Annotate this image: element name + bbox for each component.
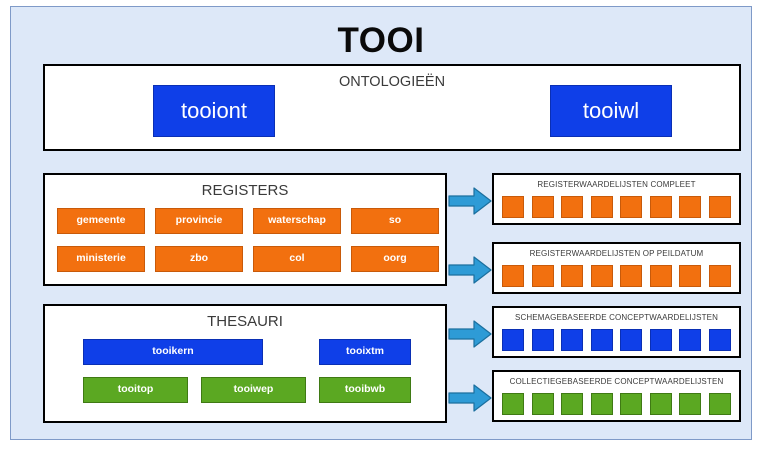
section-registerwaardelijsten-compleet: REGISTERWAARDELIJSTEN COMPLEET	[492, 173, 741, 225]
page-title: TOOI	[337, 21, 425, 60]
swatch-item[interactable]	[531, 196, 554, 218]
node-tooibwb[interactable]: tooibwb	[319, 377, 411, 403]
swatch-item[interactable]	[502, 393, 524, 415]
section-registerwaardelijsten-compleet-title: REGISTERWAARDELIJSTEN COMPLEET	[537, 180, 696, 189]
node-col[interactable]: col	[253, 246, 341, 272]
swatch-item[interactable]	[708, 265, 731, 287]
swatch-item[interactable]	[708, 196, 731, 218]
node-tooiwep[interactable]: tooiwep	[201, 377, 306, 403]
node-zbo[interactable]: zbo	[155, 246, 243, 272]
diagram-canvas: TOOI ONTOLOGIEËN tooiont tooiwl REGISTER…	[10, 6, 752, 440]
swatch-item[interactable]	[502, 265, 524, 287]
swatch-item[interactable]	[561, 393, 584, 415]
swatch-item[interactable]	[590, 329, 613, 351]
swatch-item[interactable]	[649, 265, 672, 287]
node-oorg[interactable]: oorg	[351, 246, 439, 272]
section-ontologieen: ONTOLOGIEËN tooiont tooiwl	[43, 64, 741, 151]
section-schemagebaseerde-conceptwaardelijsten: SCHEMAGEBASEERDE CONCEPTWAARDELIJSTEN	[492, 306, 741, 358]
swatch-item[interactable]	[649, 196, 672, 218]
swatch-item[interactable]	[620, 265, 643, 287]
swatch-item[interactable]	[531, 329, 554, 351]
swatch-item[interactable]	[649, 393, 672, 415]
swatch-item[interactable]	[620, 196, 643, 218]
swatch-item[interactable]	[620, 393, 643, 415]
swatch-item[interactable]	[679, 265, 702, 287]
arrow-thesauri-to-collectie	[448, 383, 492, 413]
swatch-item[interactable]	[679, 196, 702, 218]
swatch-row	[502, 393, 731, 415]
swatch-item[interactable]	[679, 393, 702, 415]
node-tooikern[interactable]: tooikern	[83, 339, 263, 365]
section-schemagebaseerde-conceptwaardelijsten-title: SCHEMAGEBASEERDE CONCEPTWAARDELIJSTEN	[514, 313, 719, 322]
node-tooiont[interactable]: tooiont	[153, 85, 275, 137]
swatch-item[interactable]	[531, 393, 554, 415]
swatch-item[interactable]	[590, 265, 613, 287]
section-collectiegebaseerde-conceptwaardelijsten-title: COLLECTIEGEBASEERDE CONCEPTWAARDELIJSTEN	[509, 377, 724, 386]
swatch-item[interactable]	[561, 196, 584, 218]
swatch-item[interactable]	[708, 329, 731, 351]
node-waterschap[interactable]: waterschap	[253, 208, 341, 234]
section-thesauri-title: THESAURI	[207, 313, 283, 330]
swatch-item[interactable]	[502, 329, 524, 351]
node-provincie[interactable]: provincie	[155, 208, 243, 234]
section-collectiegebaseerde-conceptwaardelijsten: COLLECTIEGEBASEERDE CONCEPTWAARDELIJSTEN	[492, 370, 741, 422]
section-registers: REGISTERS gemeente provincie waterschap …	[43, 173, 447, 286]
arrow-thesauri-to-schema	[448, 319, 492, 349]
swatch-item[interactable]	[708, 393, 731, 415]
swatch-item[interactable]	[649, 329, 672, 351]
swatch-row	[502, 196, 731, 218]
node-so[interactable]: so	[351, 208, 439, 234]
swatch-item[interactable]	[561, 329, 584, 351]
section-registers-title: REGISTERS	[201, 182, 289, 199]
swatch-row	[502, 265, 731, 287]
section-ontologieen-title: ONTOLOGIEËN	[338, 74, 446, 90]
arrow-registers-to-peildatum	[448, 255, 492, 285]
section-registerwaardelijsten-op-peildatum-title: REGISTERWAARDELIJSTEN OP PEILDATUM	[529, 249, 704, 258]
arrow-registers-to-compleet	[448, 186, 492, 216]
swatch-item[interactable]	[590, 393, 613, 415]
section-thesauri: THESAURI tooikern tooixtm tooitop tooiwe…	[43, 304, 447, 423]
swatch-item[interactable]	[590, 196, 613, 218]
swatch-item[interactable]	[620, 329, 643, 351]
swatch-row	[502, 329, 731, 351]
swatch-item[interactable]	[502, 196, 524, 218]
swatch-item[interactable]	[531, 265, 554, 287]
swatch-item[interactable]	[561, 265, 584, 287]
node-tooiwl[interactable]: tooiwl	[550, 85, 672, 137]
node-tooitop[interactable]: tooitop	[83, 377, 188, 403]
node-gemeente[interactable]: gemeente	[57, 208, 145, 234]
node-tooixtm[interactable]: tooixtm	[319, 339, 411, 365]
swatch-item[interactable]	[679, 329, 702, 351]
section-registerwaardelijsten-op-peildatum: REGISTERWAARDELIJSTEN OP PEILDATUM	[492, 242, 741, 294]
node-ministerie[interactable]: ministerie	[57, 246, 145, 272]
